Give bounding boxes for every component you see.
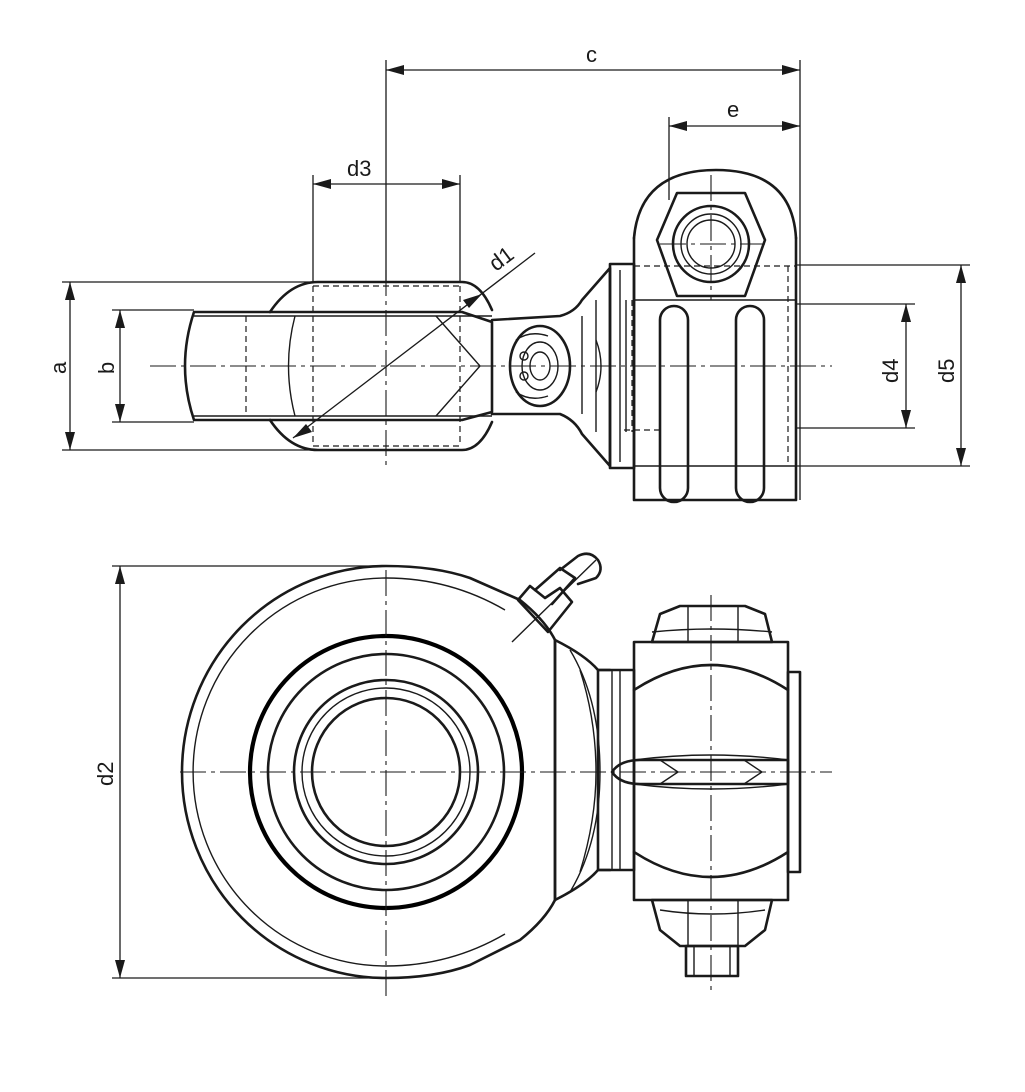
grease-nipple bbox=[511, 552, 602, 643]
dimension-a: a bbox=[46, 281, 318, 451]
bottom-view: d2 bbox=[93, 552, 832, 1000]
clamp-housing bbox=[624, 168, 798, 504]
dimension-d3: d3 bbox=[312, 156, 461, 282]
neck bbox=[490, 266, 612, 468]
label-d2: d2 bbox=[93, 762, 118, 786]
label-d3: d3 bbox=[347, 156, 371, 181]
label-b: b bbox=[94, 362, 119, 374]
label-e: e bbox=[727, 97, 739, 122]
bottom-nut bbox=[650, 898, 774, 948]
dimension-d4: d4 bbox=[796, 303, 915, 429]
top-nut bbox=[650, 604, 774, 644]
label-d5: d5 bbox=[934, 359, 959, 383]
dimension-d2: d2 bbox=[93, 565, 386, 979]
label-d1: d1 bbox=[484, 241, 519, 276]
dimension-d5: d5 bbox=[796, 264, 970, 467]
dimension-b: b bbox=[94, 309, 194, 423]
neck-front bbox=[553, 638, 636, 902]
dimension-c: c bbox=[385, 42, 801, 500]
top-view: c e d3 d1 bbox=[46, 42, 970, 504]
dimension-e: e bbox=[668, 97, 800, 200]
dimension-d1: d1 bbox=[292, 241, 536, 439]
bolt-thread bbox=[684, 944, 740, 978]
label-d4: d4 bbox=[878, 359, 903, 383]
hex-nut bbox=[655, 191, 767, 298]
label-c: c bbox=[586, 42, 597, 67]
label-a: a bbox=[46, 361, 71, 374]
clamp-front bbox=[610, 604, 802, 978]
